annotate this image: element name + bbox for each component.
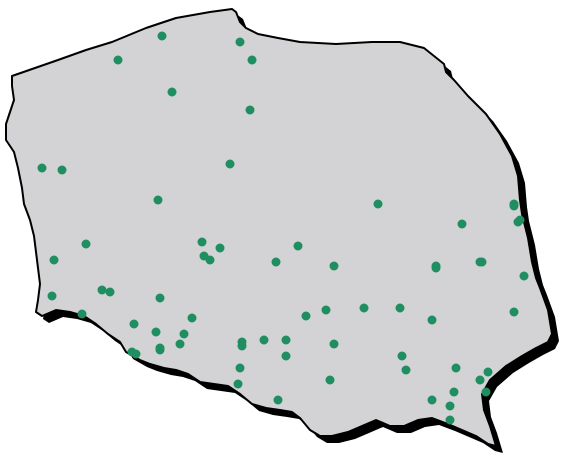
location-marker[interactable] xyxy=(475,375,485,385)
location-marker[interactable] xyxy=(215,243,225,253)
location-marker[interactable] xyxy=(235,363,245,373)
location-marker[interactable] xyxy=(237,337,247,347)
location-marker[interactable] xyxy=(481,387,491,397)
location-marker[interactable] xyxy=(235,37,245,47)
location-marker[interactable] xyxy=(281,351,291,361)
location-marker[interactable] xyxy=(451,363,461,373)
location-marker[interactable] xyxy=(155,343,165,353)
location-marker[interactable] xyxy=(225,159,235,169)
location-marker[interactable] xyxy=(151,327,161,337)
location-marker[interactable] xyxy=(47,291,57,301)
location-marker[interactable] xyxy=(445,401,455,411)
country-outline xyxy=(5,8,553,447)
location-marker[interactable] xyxy=(199,251,209,261)
location-marker[interactable] xyxy=(127,347,137,357)
location-marker[interactable] xyxy=(153,195,163,205)
location-marker[interactable] xyxy=(519,271,529,281)
location-marker[interactable] xyxy=(397,351,407,361)
location-marker[interactable] xyxy=(37,163,47,173)
location-marker[interactable] xyxy=(81,239,91,249)
location-marker[interactable] xyxy=(509,201,519,211)
location-marker[interactable] xyxy=(97,285,107,295)
location-marker[interactable] xyxy=(233,379,243,389)
location-marker[interactable] xyxy=(427,315,437,325)
location-marker[interactable] xyxy=(359,303,369,313)
location-marker[interactable] xyxy=(113,55,123,65)
location-marker[interactable] xyxy=(301,311,311,321)
location-markers xyxy=(37,31,529,425)
location-marker[interactable] xyxy=(445,415,455,425)
location-marker[interactable] xyxy=(157,31,167,41)
location-marker[interactable] xyxy=(105,287,115,297)
location-marker[interactable] xyxy=(259,335,269,345)
location-marker[interactable] xyxy=(187,313,197,323)
location-marker[interactable] xyxy=(449,387,459,397)
location-marker[interactable] xyxy=(427,395,437,405)
location-marker[interactable] xyxy=(245,105,255,115)
location-marker[interactable] xyxy=(247,55,257,65)
location-marker[interactable] xyxy=(329,339,339,349)
location-marker[interactable] xyxy=(167,87,177,97)
location-marker[interactable] xyxy=(401,365,411,375)
country-shape xyxy=(5,8,553,447)
location-marker[interactable] xyxy=(329,261,339,271)
location-marker[interactable] xyxy=(155,293,165,303)
location-marker[interactable] xyxy=(197,237,207,247)
location-marker[interactable] xyxy=(515,215,525,225)
location-marker[interactable] xyxy=(175,339,185,349)
location-marker[interactable] xyxy=(179,329,189,339)
location-marker[interactable] xyxy=(271,257,281,267)
location-marker[interactable] xyxy=(373,199,383,209)
location-marker[interactable] xyxy=(483,367,493,377)
location-marker[interactable] xyxy=(77,309,87,319)
location-marker[interactable] xyxy=(457,219,467,229)
location-marker[interactable] xyxy=(129,319,139,329)
location-marker[interactable] xyxy=(57,165,67,175)
location-marker[interactable] xyxy=(281,335,291,345)
location-marker[interactable] xyxy=(321,305,331,315)
location-marker[interactable] xyxy=(49,255,59,265)
location-marker[interactable] xyxy=(395,303,405,313)
location-marker[interactable] xyxy=(509,307,519,317)
location-marker[interactable] xyxy=(325,375,335,385)
location-marker[interactable] xyxy=(273,395,283,405)
location-marker[interactable] xyxy=(477,257,487,267)
location-marker[interactable] xyxy=(293,241,303,251)
location-marker[interactable] xyxy=(431,261,441,271)
